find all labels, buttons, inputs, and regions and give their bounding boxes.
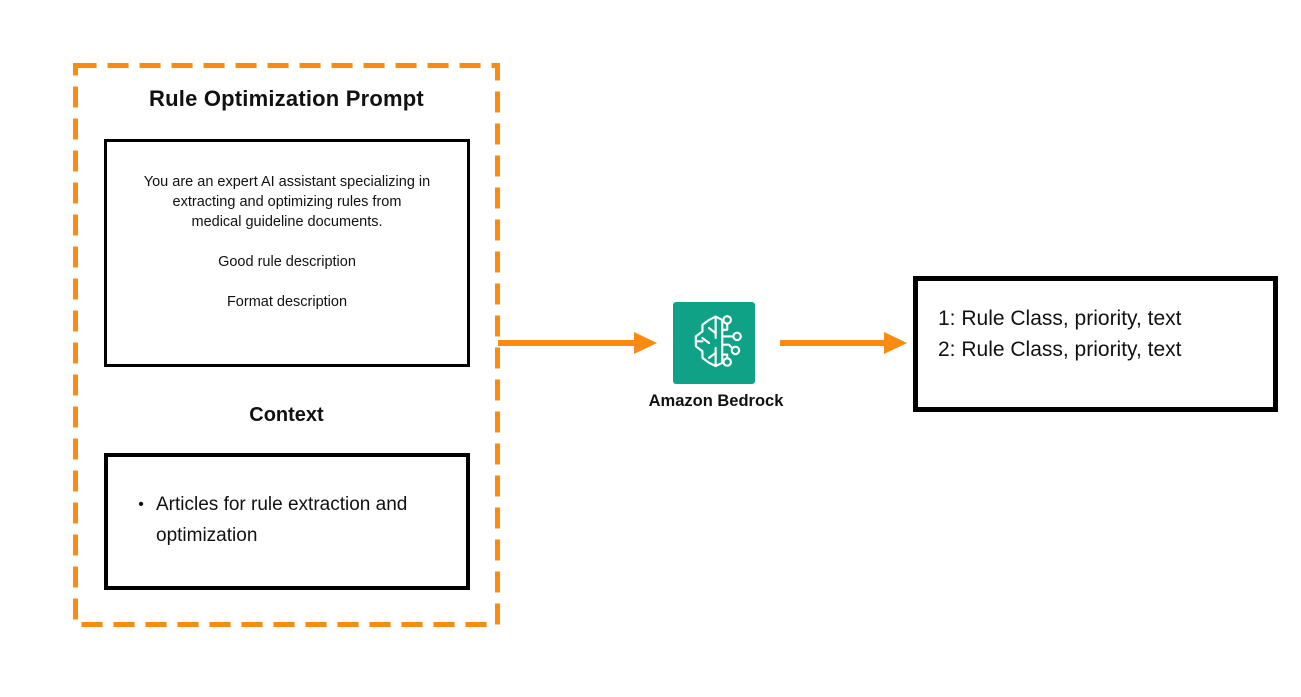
arrow-bedrock-to-output-icon (780, 332, 907, 354)
format-description-line: Format description (226, 294, 348, 310)
prompt-group-dashed-border (73, 63, 500, 627)
system-prompt-line: You are an expert AI assistant specializ… (143, 174, 431, 190)
output-rule-line: 2: Rule Class, priority, text (938, 338, 1182, 361)
system-prompt-paragraph: You are an expert AI assistant specializ… (107, 172, 467, 232)
context-bullet-item: • Articles for rule extraction and optim… (126, 489, 466, 551)
amazon-bedrock-label: Amazon Bedrock (648, 392, 784, 410)
output-rule-line: 1: Rule Class, priority, text (938, 307, 1182, 330)
output-rules-box: 1: Rule Class, priority, text 2: Rule Cl… (913, 276, 1278, 412)
arrow-prompt-to-bedrock-icon (498, 332, 657, 354)
context-bullet-text: Articles for rule extraction and optimiz… (156, 494, 408, 546)
context-title: Context (249, 404, 324, 426)
good-rule-description-line: Good rule description (218, 254, 356, 270)
bedrock-brain-circuit-icon (694, 315, 742, 368)
system-prompt-line: extracting and optimizing rules from (172, 194, 402, 210)
bullet-icon: • (138, 496, 144, 513)
system-prompt-box: You are an expert AI assistant specializ… (104, 139, 470, 367)
prompt-group-title: Rule Optimization Prompt (149, 86, 424, 111)
system-prompt-line: medical guideline documents. (191, 214, 383, 230)
amazon-bedrock-icon (673, 302, 755, 384)
context-box: • Articles for rule extraction and optim… (104, 453, 470, 590)
